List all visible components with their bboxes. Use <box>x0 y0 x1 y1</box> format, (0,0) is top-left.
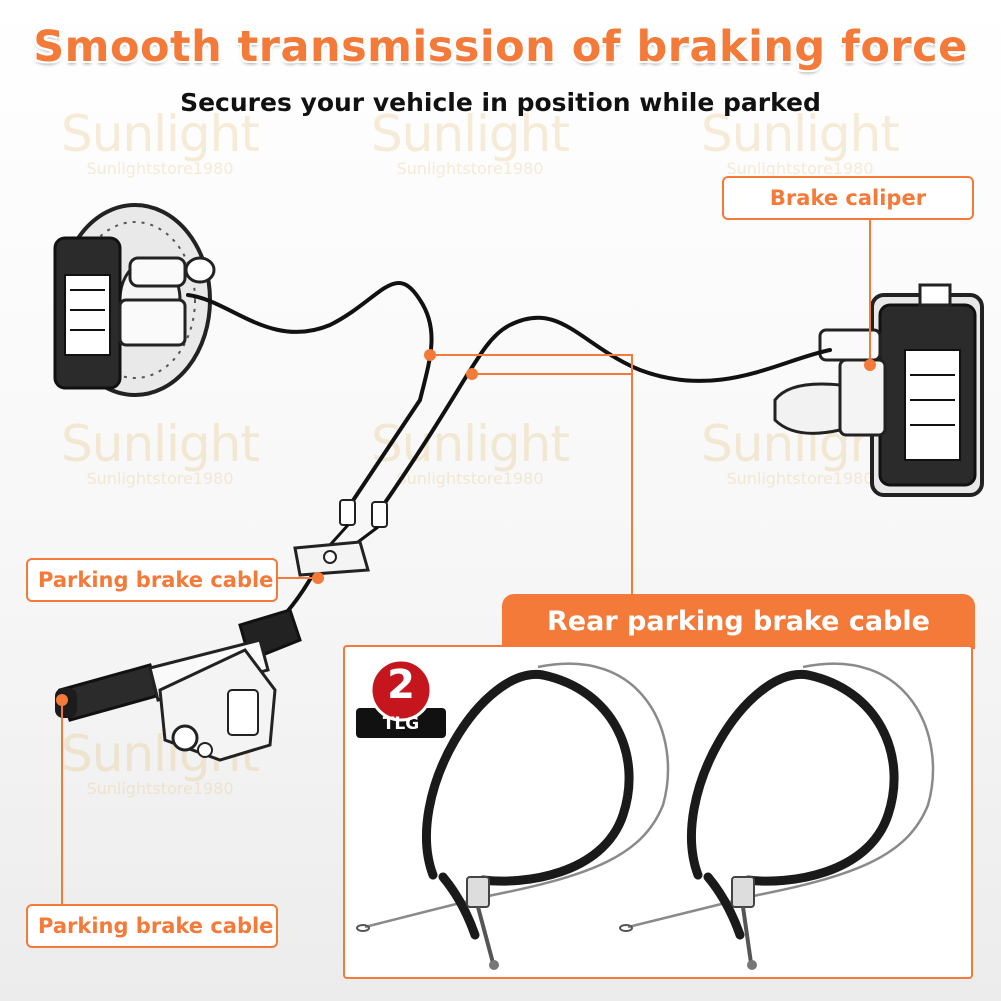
watermark: Sunlight Sunlightstore1980 <box>60 415 260 488</box>
watermark-store: Sunlightstore1980 <box>86 159 234 178</box>
product-cables-image <box>356 662 935 970</box>
callout-dots <box>56 349 876 706</box>
brake-caliper-label: Brake caliper <box>722 176 974 220</box>
product-panel <box>343 645 973 979</box>
watermark-brand: Sunlight <box>61 415 260 473</box>
page-title: Smooth transmission of braking force <box>33 22 968 72</box>
badge-unit: TLG <box>382 714 420 734</box>
badge-shape <box>356 660 446 738</box>
watermark-brand: Sunlight <box>61 105 260 163</box>
badge-quantity: 2 <box>387 662 415 708</box>
watermark-store: Sunlightstore1980 <box>396 159 544 178</box>
handbrake-lever-image <box>55 608 302 762</box>
parking-brake-cable-label: Parking brake cable <box>26 558 278 602</box>
watermark: Sunlight Sunlightstore1980 <box>60 105 260 178</box>
watermark-store: Sunlightstore1980 <box>396 469 544 488</box>
watermark-brand: Sunlight <box>701 105 900 163</box>
brake-cables <box>186 281 832 627</box>
watermark-brand: Sunlight <box>371 105 570 163</box>
page-subtitle: Secures your vehicle in position while p… <box>180 88 821 117</box>
left-brake-disc-image <box>53 203 216 397</box>
cable-junction-bracket <box>293 499 388 577</box>
cable-product-1 <box>356 662 670 970</box>
watermark-store: Sunlightstore1980 <box>726 159 874 178</box>
watermark: Sunlight Sunlightstore1980 <box>700 105 900 178</box>
watermark-store: Sunlightstore1980 <box>86 779 234 798</box>
watermark: Sunlight Sunlightstore1980 <box>370 105 570 178</box>
quantity-badge: 2 TLG <box>356 660 446 740</box>
watermark-store: Sunlightstore1980 <box>86 469 234 488</box>
watermark-store: Sunlightstore1980 <box>726 469 874 488</box>
parking-brake-cable-label-lower: Parking brake cable <box>26 904 278 948</box>
cable-product-2 <box>619 662 935 970</box>
right-brake-caliper-image <box>773 283 984 497</box>
rear-parking-brake-cable-tab: Rear parking brake cable <box>502 594 975 649</box>
